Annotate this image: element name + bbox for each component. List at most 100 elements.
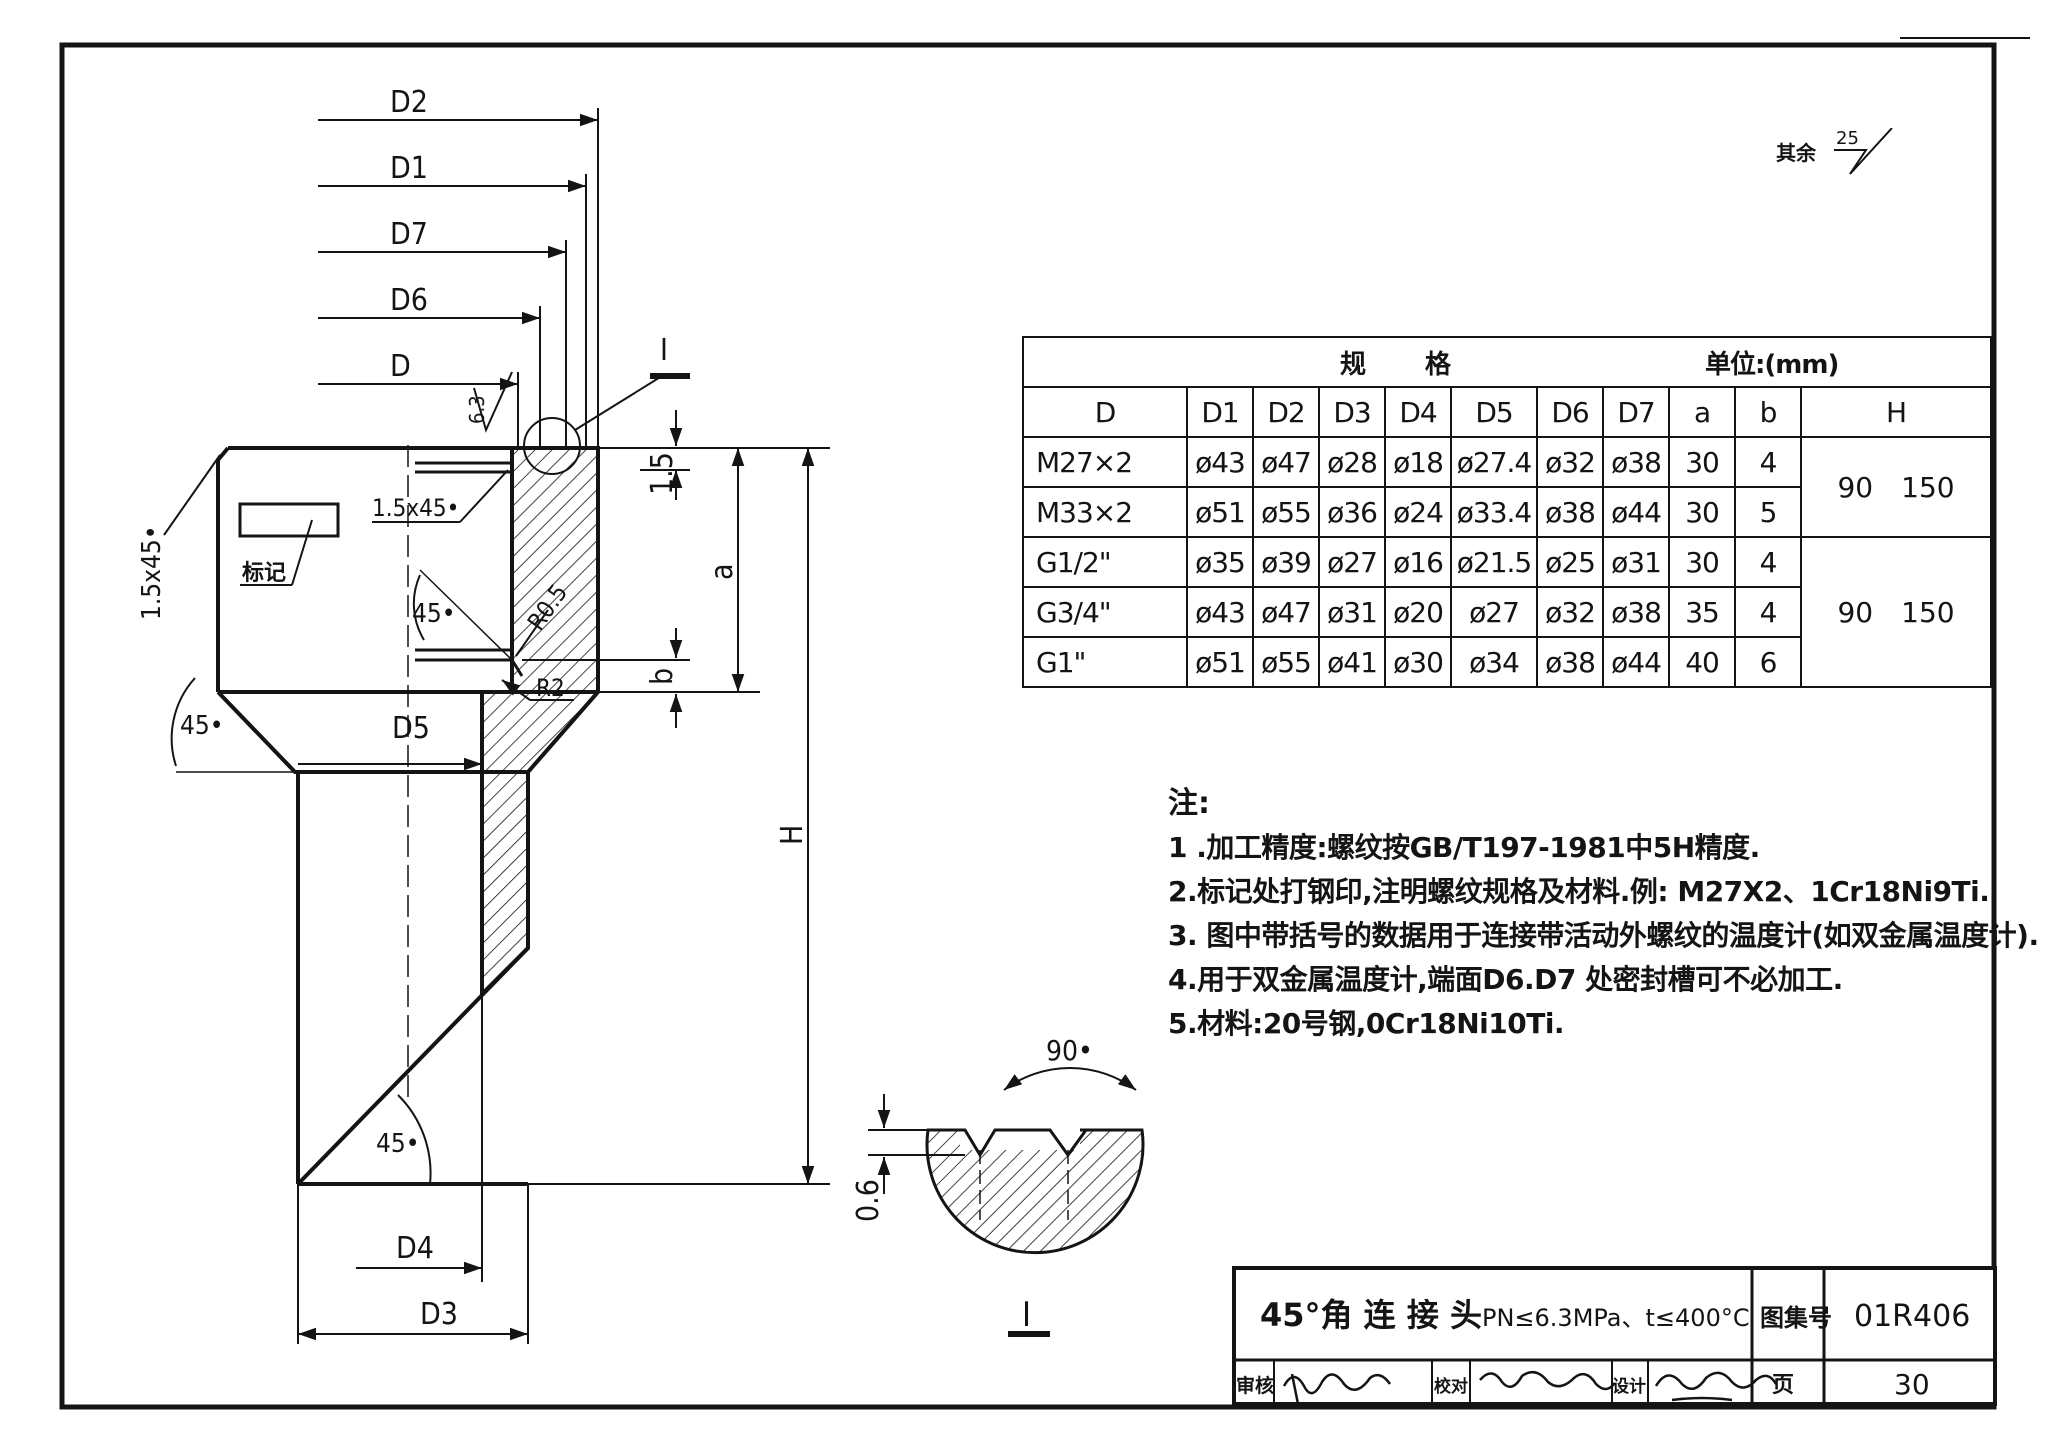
table-cell: 4: [1734, 586, 1803, 638]
table-cell: ø38: [1536, 636, 1605, 688]
table-title-mid: 格: [1385, 336, 1670, 388]
table-cell: ø24: [1384, 486, 1453, 538]
dim-label-d7: D7: [390, 217, 428, 252]
detail-circle: [523, 417, 581, 475]
table-cell: ø55: [1252, 636, 1320, 688]
table-cell: ø27: [1450, 586, 1539, 638]
angle-label-bottom: 45•: [376, 1129, 420, 1159]
table-cell: ø34: [1450, 636, 1539, 688]
table-cell: 30: [1668, 436, 1737, 488]
table-cell: ø43: [1186, 586, 1254, 638]
dim-label-d3: D3: [420, 1297, 458, 1332]
table-cell: ø28: [1317, 436, 1387, 488]
dim-label-d4: D4: [396, 1231, 434, 1266]
table-header-cell: D7: [1602, 386, 1671, 438]
section-label-top: I: [660, 333, 668, 368]
design-label: 设计: [1612, 1376, 1646, 1397]
table-header-cell: D5: [1450, 386, 1539, 438]
table-row: G1/2" ø35 ø39 ø27 ø16 ø21.5 ø25 ø31 30 4…: [1022, 536, 1993, 688]
table-cell: ø41: [1317, 636, 1387, 688]
note-item: 4.用于双金属温度计,端面D6.D7 处密封槽可不必加工.: [1168, 963, 1843, 996]
notes-block: 注: 1 .加工精度:螺纹按GB/T197-1981中5H精度. 2.标记处打钢…: [1168, 782, 2039, 1046]
wall-section: [480, 446, 600, 999]
table-header-cell: D1: [1186, 386, 1254, 438]
angle-arc-left: [170, 677, 196, 767]
h-value-b: 150: [1901, 470, 1955, 504]
angle-ray-inner: [419, 569, 513, 661]
table-cell: ø25: [1536, 536, 1605, 588]
roughness-symbol-top: [473, 371, 513, 433]
table-header-cell: b: [1734, 386, 1803, 438]
detail-depth-dimension: [868, 1094, 965, 1194]
table-cell: ø31: [1602, 536, 1671, 588]
bottom-dimension-lines: [297, 994, 529, 1344]
table-cell: ø18: [1384, 436, 1453, 488]
angle-arc-bottom: [397, 1094, 432, 1185]
top-dimension-lines: [318, 108, 599, 448]
table-header-cell: D2: [1252, 386, 1320, 438]
chamfer-label-left: 1.5x45•: [137, 525, 167, 620]
detail-leader: [574, 375, 663, 431]
table-h-group-1: 90 150: [1800, 436, 1993, 538]
table-cell: ø32: [1536, 436, 1605, 488]
dim-label-b: b: [645, 668, 680, 685]
table-cell: ø27: [1317, 536, 1387, 588]
radius-leader-r05: [515, 609, 549, 657]
table-cell: M27×2: [1022, 436, 1188, 488]
table-cell: 30: [1668, 536, 1737, 588]
angle-label-90: 90•: [1046, 1034, 1093, 1067]
table-cell: M33×2: [1022, 486, 1188, 538]
chamfer-leader-left: [163, 454, 221, 536]
roughness-value-top: 6.3: [465, 395, 489, 424]
table-title-left: 规: [1021, 336, 1386, 388]
table-header-cell: D: [1022, 386, 1188, 438]
note-item: 3. 图中带括号的数据用于连接带活动外螺纹的温度计(如双金属温度计).: [1168, 919, 2039, 952]
table-cell: 35: [1668, 586, 1737, 638]
thread-bore: [415, 461, 524, 677]
table-title-row: 规 格 单位:(mm): [1021, 336, 1993, 388]
chamfer-leader-inner-2: [459, 469, 509, 523]
dim-label-d6: D6: [390, 283, 428, 318]
table-cell: 4: [1734, 436, 1803, 488]
table-header-cell: D4: [1384, 386, 1453, 438]
table-cell: ø27.4: [1450, 436, 1539, 488]
table-cell: ø55: [1252, 486, 1320, 538]
table-cell: 5: [1734, 486, 1803, 538]
roughness-note: 其余 25: [1776, 128, 1893, 175]
table-unit: 单位:(mm): [1669, 336, 1993, 388]
h-value-a: 90: [1837, 470, 1874, 504]
angle-label-inner: 45•: [412, 599, 456, 629]
table-cell: ø32: [1536, 586, 1605, 638]
h-value-b: 150: [1901, 595, 1955, 629]
angle-arc-90: [1003, 1067, 1137, 1091]
table-cell: ø30: [1384, 636, 1453, 688]
table-cell: G1/2": [1022, 536, 1188, 588]
reviewer-signature: [1282, 1373, 1392, 1405]
table-cell: ø47: [1252, 436, 1320, 488]
table-cell: ø35: [1186, 536, 1254, 588]
table-cell: ø16: [1384, 536, 1453, 588]
dim-label-a: a: [705, 563, 740, 580]
spec-table: 规 格 单位:(mm) D D1 D2 D3 D4 D5 D6 D7 a b H…: [1021, 336, 1993, 688]
notes-title: 注:: [1168, 786, 1210, 821]
table-header-cell: H: [1800, 386, 1993, 438]
table-row: G3/4" ø43 ø47 ø31 ø20 ø27 ø32 ø38 35 4: [1022, 586, 1991, 638]
table-cell: ø44: [1602, 486, 1671, 538]
mark-label: 标记: [242, 560, 286, 586]
mark-area: [238, 502, 340, 538]
drawing-frame: [59, 42, 1997, 1410]
roughness-note-text: 其余: [1776, 141, 1817, 165]
detail-i-view: [925, 1120, 1145, 1255]
title-name: 45°角 连 接 头: [1260, 1296, 1482, 1334]
table-cell: ø21.5: [1450, 536, 1539, 588]
review-label: 审核: [1236, 1374, 1274, 1397]
dim-label-d2: D2: [390, 85, 428, 120]
dim-label-h: H: [775, 825, 810, 845]
table-cell: ø20: [1384, 586, 1453, 638]
title-spec: PN≤6.3MPa、t≤400°C: [1482, 1304, 1750, 1332]
radius-leader-r2b: [501, 679, 531, 701]
table-header-row: D D1 D2 D3 D4 D5 D6 D7 a b H: [1022, 386, 1993, 438]
dim-label-d5: D5: [392, 711, 430, 746]
